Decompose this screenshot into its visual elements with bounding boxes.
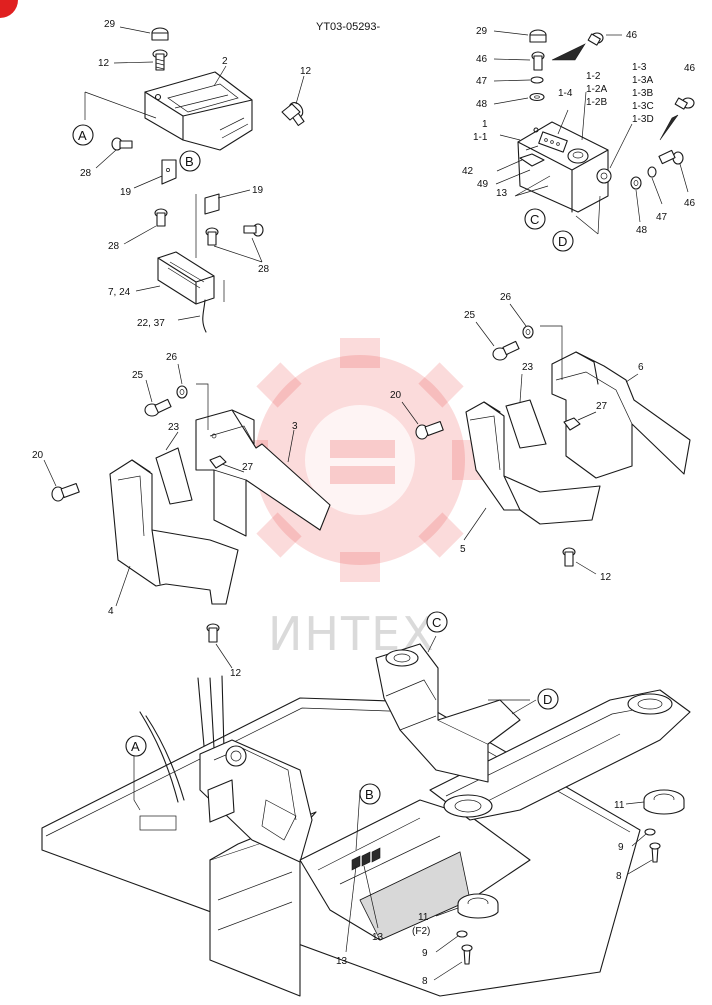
label-9-b: 9 bbox=[422, 948, 428, 959]
label-1-2: 1-2 bbox=[586, 71, 601, 82]
top-right-assembly bbox=[493, 29, 695, 252]
label-3: 3 bbox=[292, 421, 298, 432]
callout-A-top: A bbox=[78, 128, 87, 143]
label-12-right-top: 12 bbox=[300, 66, 312, 77]
label-27-left: 27 bbox=[242, 462, 254, 473]
label-29-left: 29 bbox=[104, 19, 116, 30]
label-42: 42 bbox=[462, 166, 474, 177]
callout-B-top: B bbox=[185, 154, 194, 169]
label-1-2B: 1-2B bbox=[586, 97, 607, 108]
label-11-b: 11 bbox=[418, 912, 429, 923]
bottom-chassis bbox=[41, 611, 691, 997]
corner-badge bbox=[0, 0, 18, 18]
label-23-right: 23 bbox=[522, 362, 534, 373]
callout-A-bottom: A bbox=[131, 739, 140, 754]
label-1-4: 1-4 bbox=[558, 88, 573, 99]
label-23-left: 23 bbox=[168, 422, 180, 433]
drawing-code: YT03-05293- bbox=[316, 21, 381, 33]
label-9-a: 9 bbox=[618, 842, 624, 853]
label-22-37: 22, 37 bbox=[137, 318, 165, 329]
label-12-left-top: 12 bbox=[98, 58, 110, 69]
label-2: 2 bbox=[222, 56, 228, 67]
label-48-b: 48 bbox=[636, 225, 648, 236]
label-1: 1 bbox=[482, 119, 488, 130]
label-46-d: 46 bbox=[684, 198, 696, 209]
label-25-right: 25 bbox=[464, 310, 476, 321]
label-4: 4 bbox=[108, 606, 114, 617]
label-49: 49 bbox=[477, 179, 489, 190]
label-F2: (F2) bbox=[412, 926, 430, 937]
callout-C-bottom: C bbox=[432, 615, 441, 630]
label-6: 6 bbox=[638, 362, 644, 373]
label-12-left-mid: 12 bbox=[230, 668, 242, 679]
label-28-a: 28 bbox=[80, 168, 92, 179]
label-29-right: 29 bbox=[476, 26, 488, 37]
label-12-right-mid: 12 bbox=[600, 572, 612, 583]
label-27-right: 27 bbox=[596, 401, 608, 412]
label-1-2A: 1-2A bbox=[586, 84, 607, 95]
label-28-b: 28 bbox=[108, 241, 120, 252]
label-1-1: 1-1 bbox=[473, 132, 488, 143]
label-13-bottom-a: 13 bbox=[336, 956, 348, 967]
middle-left-covers bbox=[43, 363, 331, 669]
label-47-a: 47 bbox=[476, 76, 488, 87]
callout-D-top: D bbox=[558, 234, 567, 249]
callout-C-top: C bbox=[530, 212, 539, 227]
label-8-a: 8 bbox=[616, 871, 622, 882]
callout-B-bottom: B bbox=[365, 787, 374, 802]
label-1-3C: 1-3C bbox=[632, 101, 654, 112]
middle-right-covers bbox=[401, 303, 691, 575]
label-26-right: 26 bbox=[500, 292, 512, 303]
label-1-3D: 1-3D bbox=[632, 114, 654, 125]
label-48-a: 48 bbox=[476, 99, 488, 110]
label-28-c: 28 bbox=[258, 264, 270, 275]
label-11-a: 11 bbox=[614, 800, 625, 811]
callout-D-bottom: D bbox=[543, 692, 552, 707]
label-5: 5 bbox=[460, 544, 466, 555]
label-25-left: 25 bbox=[132, 370, 144, 381]
label-7-24: 7, 24 bbox=[108, 287, 131, 298]
label-26-left: 26 bbox=[166, 352, 178, 363]
label-46-b: 46 bbox=[626, 30, 638, 41]
label-20-left: 20 bbox=[32, 450, 44, 461]
label-47-b: 47 bbox=[656, 212, 668, 223]
label-1-3A: 1-3A bbox=[632, 75, 653, 86]
label-1-3B: 1-3B bbox=[632, 88, 653, 99]
label-20-right: 20 bbox=[390, 390, 402, 401]
label-19-b: 19 bbox=[252, 185, 264, 196]
top-left-assembly bbox=[72, 26, 305, 333]
label-13-top: 13 bbox=[496, 188, 508, 199]
label-46-c: 46 bbox=[684, 63, 696, 74]
label-8-b: 8 bbox=[422, 976, 428, 987]
label-19-a: 19 bbox=[120, 187, 132, 198]
label-46-a: 46 bbox=[476, 54, 488, 65]
label-13-bottom-b: 13 bbox=[372, 932, 384, 943]
label-1-3: 1-3 bbox=[632, 62, 647, 73]
